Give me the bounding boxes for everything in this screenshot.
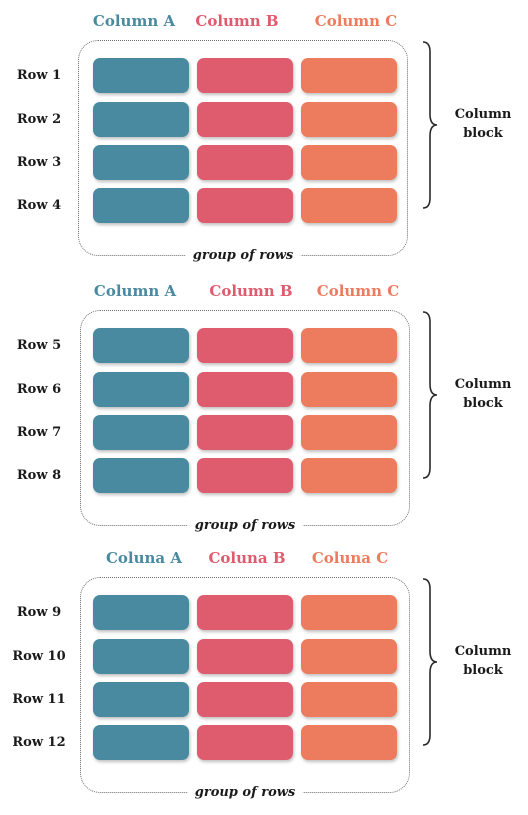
group-of-rows-label: group of rows	[187, 516, 303, 536]
column-header-b: Column B	[209, 282, 293, 300]
column-header-c: Coluna C	[311, 549, 389, 567]
row-label: Row 2	[16, 112, 62, 127]
cell-column-a	[93, 145, 189, 180]
row-label: Row 10	[12, 649, 66, 664]
diagram-block-1: Column A Column B Column C Row 1 Row 2 Row 3 R…	[0, 10, 528, 278]
cell-column-c	[301, 102, 397, 137]
cell-column-a	[93, 58, 189, 93]
row-label: Row 11	[12, 692, 66, 707]
cell-column-c	[301, 725, 397, 760]
cell-column-c	[301, 372, 397, 407]
cell-column-b	[197, 639, 293, 674]
cell-column-b	[197, 372, 293, 407]
column-block-label-line: block	[463, 126, 503, 141]
group-of-rows-label: group of rows	[187, 783, 303, 803]
row-label: Row 12	[12, 735, 66, 750]
cell-column-a	[93, 188, 189, 223]
row-label: Row 7	[16, 425, 62, 440]
cell-column-a	[93, 682, 189, 717]
cell-column-c	[301, 595, 397, 630]
cell-column-a	[93, 458, 189, 493]
cell-column-b	[197, 682, 293, 717]
diagram-block-3: Coluna A Coluna B Coluna C Row 9 Row 10 Row 1…	[0, 547, 528, 815]
row-label: Row 9	[16, 605, 62, 620]
column-header-b: Coluna B	[208, 549, 286, 567]
cell-column-c	[301, 145, 397, 180]
cell-column-b	[197, 145, 293, 180]
row-label: Row 3	[16, 155, 62, 170]
cell-column-a	[93, 639, 189, 674]
column-header-a: Coluna A	[105, 549, 183, 567]
column-block-brace	[422, 41, 438, 209]
column-block-label-line: Column	[454, 377, 512, 392]
group-of-rows-label: group of rows	[185, 246, 301, 266]
row-label: Row 4	[16, 198, 62, 213]
cell-column-c	[301, 58, 397, 93]
cell-column-c	[301, 458, 397, 493]
row-label: Row 1	[16, 68, 62, 83]
column-header-a: Column A	[92, 12, 176, 30]
cell-column-b	[197, 415, 293, 450]
cell-column-b	[197, 58, 293, 93]
row-label: Row 6	[16, 382, 62, 397]
cell-column-a	[93, 372, 189, 407]
cell-column-c	[301, 639, 397, 674]
row-label: Row 8	[16, 468, 62, 483]
cell-column-b	[197, 725, 293, 760]
column-header-c: Column C	[316, 282, 400, 300]
column-header-c: Column C	[314, 12, 398, 30]
cell-column-b	[197, 102, 293, 137]
cell-column-a	[93, 328, 189, 363]
cell-column-c	[301, 415, 397, 450]
column-block-label-line: block	[463, 396, 503, 411]
cell-column-a	[93, 415, 189, 450]
diagram-block-2: Column A Column B Column C Row 5 Row 6 Row 7 R…	[0, 280, 528, 548]
cell-column-b	[197, 328, 293, 363]
column-block-brace	[422, 578, 438, 746]
cell-column-c	[301, 188, 397, 223]
column-header-b: Column B	[195, 12, 279, 30]
cell-column-a	[93, 595, 189, 630]
column-block-label-line: Column	[454, 107, 512, 122]
column-block-label: Column block	[440, 105, 526, 143]
cell-column-a	[93, 102, 189, 137]
cell-column-c	[301, 682, 397, 717]
column-block-label: Column block	[440, 375, 526, 413]
row-label: Row 5	[16, 338, 62, 353]
column-block-brace	[422, 311, 438, 479]
column-block-label: Column block	[440, 642, 526, 680]
cell-column-c	[301, 328, 397, 363]
column-header-a: Column A	[93, 282, 177, 300]
cell-column-b	[197, 458, 293, 493]
column-block-label-line: Column	[454, 644, 512, 659]
column-block-label-line: block	[463, 663, 503, 678]
cell-column-b	[197, 595, 293, 630]
cell-column-a	[93, 725, 189, 760]
cell-column-b	[197, 188, 293, 223]
